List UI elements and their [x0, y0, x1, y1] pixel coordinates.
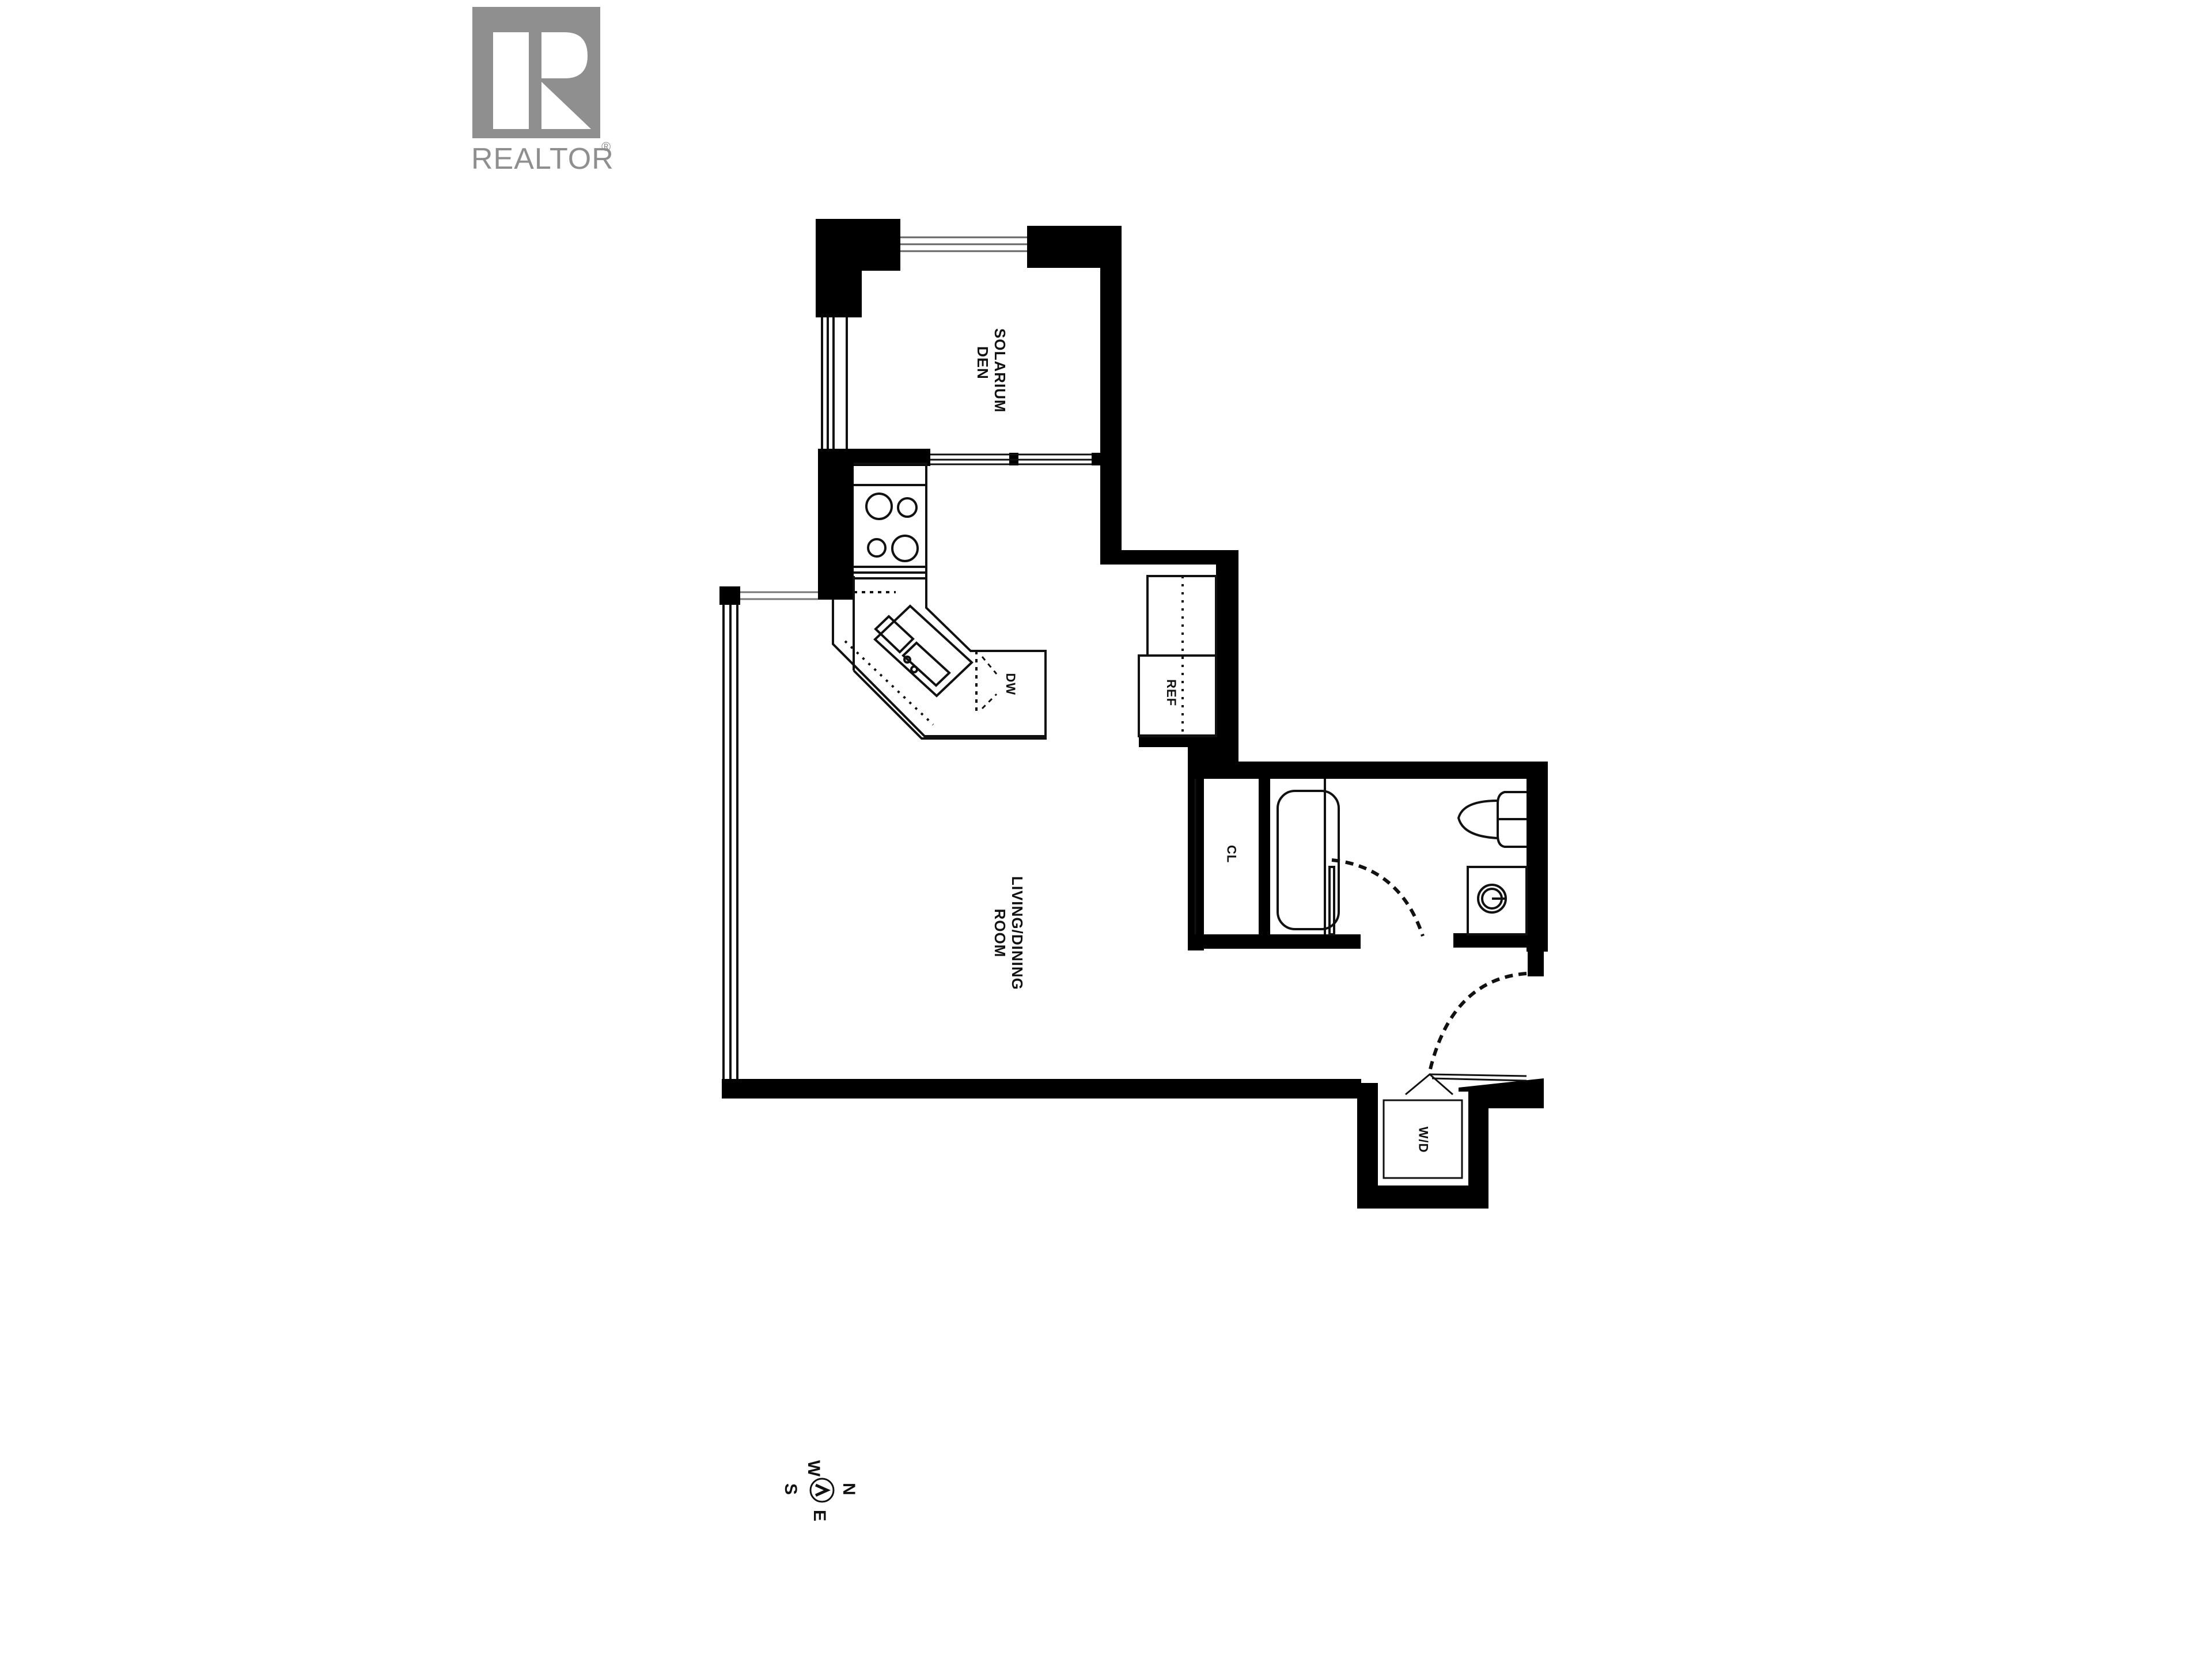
- dishwasher-label: DW: [1003, 673, 1018, 695]
- toilet-icon: [1457, 791, 1527, 848]
- realtor-logo: REALTOR ®: [471, 7, 614, 176]
- solarium-label: SOLARIUM DEN: [974, 328, 1009, 413]
- vanity-sink-icon: [1467, 866, 1528, 935]
- dishwasher-swing: [981, 656, 998, 710]
- solarium-window: [821, 317, 848, 449]
- compass-east: E: [810, 1509, 830, 1522]
- realtor-wordmark: REALTOR: [471, 142, 614, 176]
- washer-dryer-icon: [1382, 1099, 1463, 1179]
- compass-north: N: [839, 1483, 858, 1495]
- walls: [719, 219, 1548, 1209]
- realtor-r-icon: [472, 7, 600, 138]
- solarium-label-line2: DEN: [974, 346, 991, 380]
- wd-folding-door: [1405, 1073, 1527, 1096]
- closet-label: CL: [1224, 844, 1239, 863]
- living-window: [722, 605, 738, 1079]
- compass: W S N E: [772, 1460, 858, 1550]
- solarium-label-line1: SOLARIUM: [991, 328, 1009, 413]
- solarium-door: [930, 453, 1092, 465]
- double-sink-icon: [873, 604, 974, 698]
- living-label-line2: ROOM: [991, 908, 1009, 958]
- compass-south: S: [781, 1483, 801, 1495]
- bathtub-icon: [1277, 779, 1340, 935]
- bathroom-door-swing: [1331, 858, 1425, 937]
- living-label-line1: LIVING/DINING: [1008, 876, 1026, 990]
- compass-arrow-icon: [809, 1478, 835, 1503]
- living-top-window: [740, 591, 818, 600]
- entry-door-swing: [1428, 972, 1527, 1072]
- solarium-top-window: [900, 236, 1027, 252]
- kitchen-counter: [832, 463, 1047, 740]
- refrigerator-label: REF: [1164, 679, 1179, 707]
- living-dining-label: LIVING/DINING ROOM: [991, 876, 1026, 991]
- refrigerator: [1138, 575, 1217, 737]
- stove-icon: [865, 493, 919, 562]
- registered-mark: ®: [601, 139, 611, 154]
- washer-dryer-label: W/D: [1416, 1126, 1431, 1153]
- compass-west: W: [804, 1460, 824, 1477]
